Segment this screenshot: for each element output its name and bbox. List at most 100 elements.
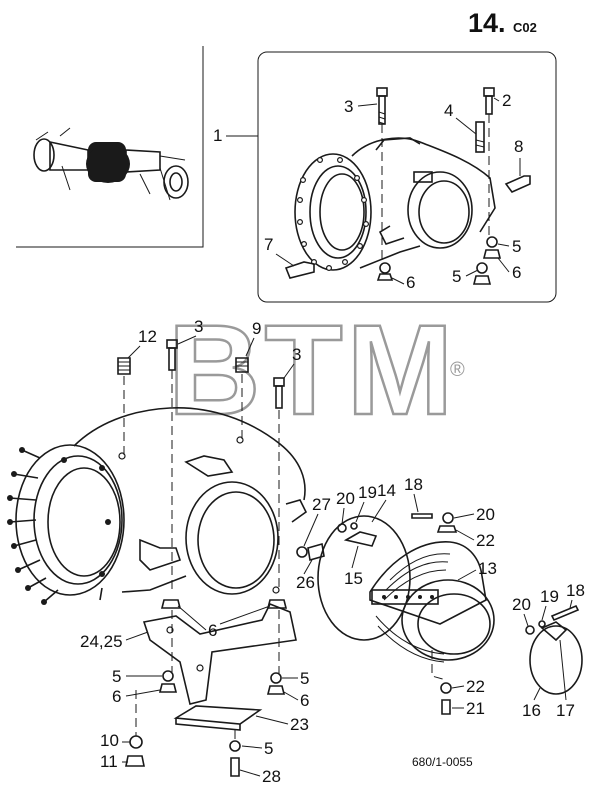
- screw-21: [441, 699, 451, 715]
- callout-19-c: 19: [540, 587, 559, 606]
- axle-overview-thumbnail: [33, 127, 189, 201]
- small-bracket-23: [173, 705, 263, 731]
- plug-9: [235, 357, 249, 373]
- inset-breather-8: [504, 175, 531, 193]
- callout-6-right: 6: [300, 691, 309, 710]
- plug-26-27: [296, 542, 325, 562]
- page-code-suffix: C02: [513, 20, 537, 35]
- callout-22-b: 22: [466, 677, 485, 696]
- inset-plug-7: [284, 261, 315, 279]
- inset-axle-housing: [284, 87, 531, 285]
- main-axle-housing: [7, 407, 308, 605]
- callout-24-25: 24,25: [80, 632, 123, 651]
- callout-7: 7: [264, 235, 273, 254]
- callout-4: 4: [444, 101, 453, 120]
- callout-19-a: 19: [358, 483, 377, 502]
- washer-20-c: [525, 625, 535, 635]
- callout-9: 9: [252, 319, 261, 338]
- washer-22-b: [440, 682, 452, 694]
- clamp-ring-14: [317, 515, 411, 641]
- clamp-17: [540, 621, 568, 642]
- callout-12: 12: [138, 327, 157, 346]
- plug-12: [117, 357, 131, 375]
- nut-11: [125, 755, 145, 767]
- callout-5-inset-b: 5: [452, 267, 461, 286]
- boot-callouts: 27 20 19 14 18 20 22 26 15 13: [296, 475, 497, 592]
- screw-18-a: [411, 513, 433, 519]
- clamp-ring-callouts: 20 19 18 16 17: [512, 581, 585, 720]
- assembly-inset-box: [257, 51, 557, 303]
- callout-27: 27: [312, 495, 331, 514]
- callout-5-right: 5: [300, 669, 309, 688]
- callout-6-left: 6: [112, 687, 121, 706]
- callout-20-c: 20: [512, 595, 531, 614]
- callout-23: 23: [290, 715, 309, 734]
- callout-5-bottom: 5: [264, 739, 273, 758]
- callout-10: 10: [100, 731, 119, 750]
- watermark-text: BTM: [168, 299, 457, 442]
- lower-callouts: 6 24,25 5 6 5 6 22 21 23 10 5 11 28: [80, 605, 485, 786]
- callout-28: 28: [262, 767, 281, 786]
- screw-18-c: [550, 604, 580, 622]
- drawing-number: 680/1-0055: [412, 755, 473, 769]
- top-boss: [184, 455, 234, 477]
- inset-washer: [379, 262, 391, 274]
- callout-14: 14: [377, 481, 396, 500]
- callout-13: 13: [478, 559, 497, 578]
- callout-20-b: 20: [476, 505, 495, 524]
- callout-8: 8: [514, 137, 523, 156]
- bolt-3-b: [273, 377, 285, 409]
- callout-26: 26: [296, 573, 315, 592]
- inset-flange-bolt-holes: [297, 157, 370, 272]
- callout-3-inset: 3: [344, 97, 353, 116]
- callout-15: 15: [344, 569, 363, 588]
- clamp-15: [343, 531, 378, 547]
- washer-20-a: [337, 523, 347, 533]
- lower-bracket-24-25: [142, 602, 297, 705]
- watermark-registered-mark: ®: [450, 359, 465, 381]
- bolt-28: [230, 757, 240, 777]
- main-top-fasteners: [117, 339, 285, 590]
- inset-bolt-3: [376, 87, 388, 125]
- inset-nut-right: [482, 249, 502, 259]
- overview-frame: [16, 46, 204, 248]
- main-callouts-top: 12 3 9 3: [127, 317, 301, 379]
- bottom-boss: [139, 538, 182, 571]
- callout-6-main: 6: [208, 621, 217, 640]
- callout-5-left: 5: [112, 667, 121, 686]
- inset-nut: [376, 273, 394, 281]
- callout-20-a: 20: [336, 489, 355, 508]
- callout-5-inset-a: 5: [512, 237, 521, 256]
- callout-21: 21: [466, 699, 485, 718]
- callout-6-inset-b: 6: [512, 263, 521, 282]
- washer-10: [129, 735, 143, 749]
- callout-16: 16: [522, 701, 541, 720]
- inset-washer-right: [486, 236, 498, 248]
- watermark: BTM ®: [167, 298, 465, 444]
- boot-clamp-bar: [371, 589, 439, 605]
- inset-stud-4: [475, 121, 485, 153]
- callout-2: 2: [502, 91, 511, 110]
- callout-6-inset-a: 6: [406, 273, 415, 292]
- clamp-ring-16: [525, 604, 583, 695]
- callout-3-main-a: 3: [194, 317, 203, 336]
- washer-20-b: [442, 512, 454, 524]
- callout-1: 1: [213, 126, 222, 145]
- nut-19-a: [350, 522, 358, 530]
- callout-3-main-b: 3: [292, 345, 301, 364]
- callout-18-c: 18: [566, 581, 585, 600]
- bellows-boot-13: [369, 541, 495, 663]
- page-code: 14. C02: [468, 8, 537, 38]
- page-code-number: 14.: [468, 8, 506, 38]
- callout-17: 17: [556, 701, 575, 720]
- main-flange-studs: [7, 447, 111, 605]
- inset-callouts: 3 2 4 8 7 6 5 5 6: [264, 91, 523, 292]
- nut-19-c: [538, 620, 546, 628]
- callout-18-a: 18: [404, 475, 423, 494]
- callout-11: 11: [100, 752, 118, 771]
- inset-bolt-2: [483, 87, 495, 115]
- washer-5-bottom: [229, 740, 241, 752]
- nut-22-a: [436, 525, 458, 533]
- callout-22-a: 22: [476, 531, 495, 550]
